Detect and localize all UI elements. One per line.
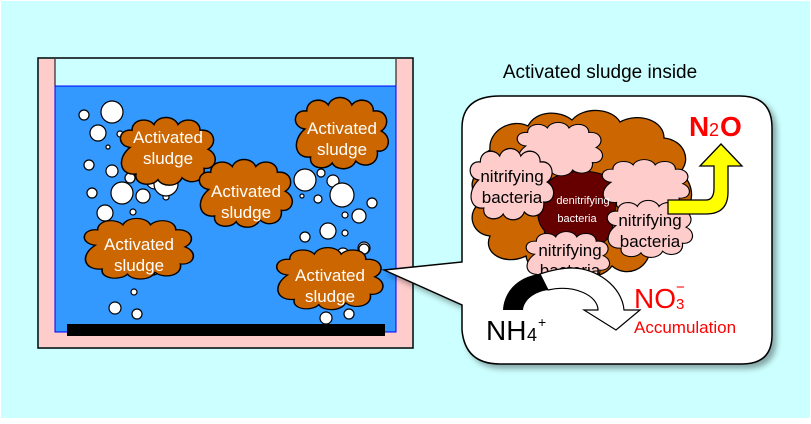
floc-3-label-line1: Activated — [211, 182, 281, 201]
air-bubble — [89, 124, 107, 142]
no3-label-main: NO — [634, 283, 676, 314]
air-bubble — [351, 208, 367, 224]
n2o-emission-arrow — [667, 143, 744, 215]
floc-4-label-line2: sludge — [114, 256, 164, 275]
air-bubble — [131, 308, 143, 320]
nh4-label-main: NH — [486, 315, 526, 346]
denitrifying-bacteria-core — [537, 170, 617, 250]
air-bubble — [100, 100, 124, 124]
air-bubble — [105, 164, 119, 178]
air-diffuser — [67, 324, 385, 336]
floc-2-label-line1: Activated — [307, 119, 377, 138]
n2o-label-o: O — [720, 111, 742, 142]
floc-5-label-line1: Activated — [295, 266, 365, 285]
no3-label-sub: 3 — [676, 296, 684, 313]
nh4-label-sub: 4 — [527, 325, 537, 345]
floc-3-label-line2: sludge — [221, 203, 271, 222]
floc-1-label-line1: Activated — [133, 128, 203, 147]
floc-1-label-line2: sludge — [143, 149, 193, 168]
air-bubble — [108, 301, 122, 315]
tank-wall-left — [39, 59, 55, 347]
nitrifying-bottom-line1: nitrifying — [538, 241, 601, 260]
air-bubble — [366, 197, 378, 209]
air-bubble — [341, 211, 349, 219]
nitrifying-left-line1: nitrifying — [480, 167, 543, 186]
denitrifying-line1: denitrifying — [556, 195, 609, 207]
air-bubble — [319, 311, 333, 325]
no3-label-sup: − — [676, 279, 685, 296]
air-bubble — [83, 159, 95, 171]
air-bubble — [319, 222, 337, 240]
nitrifying-right-line1: nitrifying — [618, 211, 681, 230]
air-bubble — [130, 288, 138, 296]
air-bubble — [343, 308, 355, 320]
n2o-label-n: N — [689, 111, 709, 142]
air-bubble — [341, 229, 349, 237]
air-bubble — [329, 182, 355, 208]
air-bubble — [96, 204, 114, 222]
tank-wall-right — [396, 59, 412, 347]
denitrifying-line2: bacteria — [557, 213, 597, 225]
n2o-label-sub: 2 — [709, 120, 719, 140]
nh4-label-sup: + — [538, 314, 546, 330]
air-bubble — [129, 208, 137, 216]
nh4-black-arrow-segment — [503, 274, 548, 310]
nitrifying-right-line2: bacteria — [620, 232, 681, 251]
floc-2-label-line2: sludge — [317, 140, 367, 159]
nitrification-arrow — [539, 267, 642, 331]
floc-5-label-line2: sludge — [305, 287, 355, 306]
air-bubble — [299, 231, 311, 243]
air-bubble — [86, 187, 98, 199]
callout-title: Activated sludge inside — [503, 62, 697, 83]
air-bubble — [135, 188, 151, 204]
air-bubble — [78, 109, 90, 121]
accumulation-label: Accumulation — [634, 318, 736, 337]
air-bubble — [293, 168, 317, 192]
air-bubble — [316, 168, 326, 178]
air-bubble — [313, 194, 323, 204]
nitrifying-left-line2: bacteria — [482, 188, 543, 207]
floc-4-label-line1: Activated — [104, 235, 174, 254]
air-bubble — [110, 181, 134, 205]
air-bubble — [299, 193, 305, 199]
air-bubble — [105, 144, 111, 150]
tank-outline — [37, 57, 414, 349]
